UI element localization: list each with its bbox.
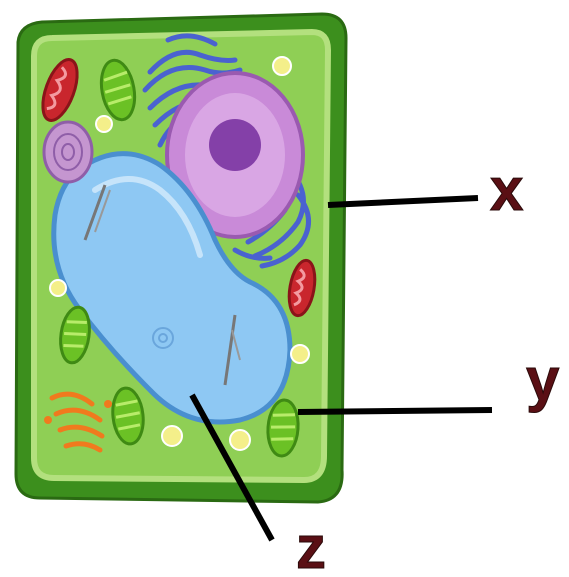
pointer-y <box>298 410 492 412</box>
label-x: x <box>490 156 523 223</box>
pointer-x <box>328 198 478 205</box>
label-z: z <box>296 514 326 577</box>
nucleolus <box>209 119 261 171</box>
label-y: y <box>526 346 560 413</box>
vesicle <box>44 122 92 182</box>
